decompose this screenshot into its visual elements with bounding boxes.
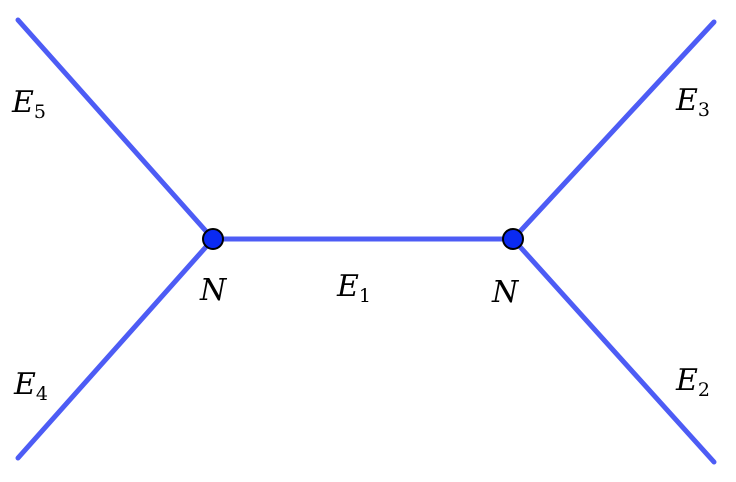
edge-e3 — [510, 19, 717, 242]
edge-e4 — [15, 236, 216, 461]
node-right-label: N — [492, 275, 519, 310]
node-left — [202, 228, 224, 250]
edge-e4-label: E4 — [14, 367, 48, 405]
edge-e5 — [15, 17, 216, 242]
edge-e1-label: E1 — [337, 269, 371, 307]
edge-e5-label: E5 — [12, 85, 46, 123]
edge-e3-label: E3 — [676, 83, 710, 121]
edge-e2 — [510, 236, 717, 465]
edge-e2-label: E2 — [676, 363, 710, 401]
node-left-label: N — [200, 273, 227, 308]
node-right — [502, 228, 524, 250]
